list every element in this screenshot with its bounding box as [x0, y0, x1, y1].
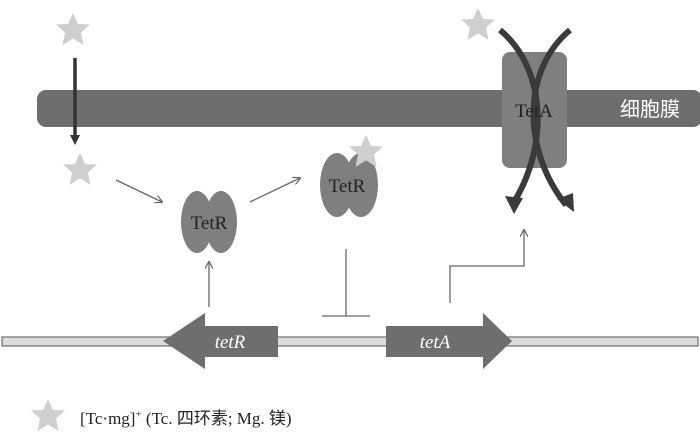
membrane-label: 细胞膜 — [620, 98, 680, 121]
star-icon — [31, 399, 65, 431]
tetr-label-1: TetR — [191, 213, 228, 234]
efflux-arrow-right — [530, 27, 572, 207]
tetr-dimer-free — [181, 191, 237, 253]
legend-superscript: + — [135, 407, 142, 420]
efflux-arrowhead-left — [505, 196, 523, 214]
tetr-to-bound-arrow — [249, 178, 300, 203]
cell-membrane — [37, 90, 700, 127]
expression-arrow-teta — [449, 230, 524, 303]
legend-label: [Tc·mg]+ (Tc. 四环素; Mg. 镁) — [80, 404, 292, 429]
star-to-tetr-arrow — [115, 179, 162, 202]
teta-protein-label: TetA — [515, 101, 553, 122]
star-icon — [56, 13, 90, 45]
star-icon — [461, 8, 495, 40]
tetr-label-2: TetR — [329, 176, 366, 197]
legend-description: (Tc. 四环素; Mg. 镁) — [141, 408, 292, 428]
teta-gene — [386, 313, 512, 369]
tetr-gene — [163, 313, 278, 369]
teta-gene-label: tetA — [420, 332, 451, 353]
efflux-arrowhead-right — [557, 193, 574, 212]
dna-strand — [1, 336, 699, 347]
efflux-arrow-left — [498, 27, 541, 207]
tetr-dimer-bound — [320, 153, 378, 217]
tetr-gene-label: tetR — [215, 332, 246, 353]
star-icon — [63, 153, 97, 185]
legend-main: [Tc·mg] — [80, 408, 136, 428]
legend: [Tc·mg]+ (Tc. 四环素; Mg. 镁) — [30, 398, 292, 434]
